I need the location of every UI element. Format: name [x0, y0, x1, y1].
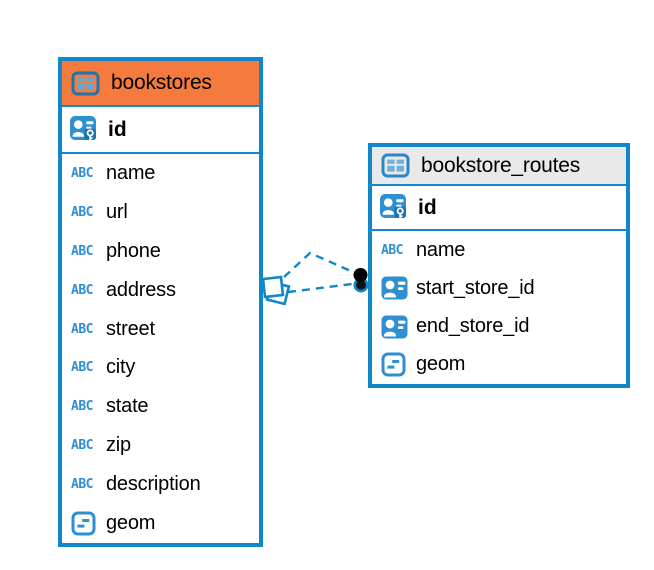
column-label: street — [106, 317, 155, 340]
column-label: name — [416, 238, 466, 261]
table-title: bookstores — [111, 71, 212, 94]
column-row[interactable]: ABC street — [62, 309, 259, 349]
header-divider — [62, 105, 259, 107]
column-label: city — [106, 356, 136, 379]
primary-key-icon — [70, 116, 96, 142]
table-title: bookstore_routes — [421, 153, 581, 177]
relationship-line-lower — [287, 282, 353, 294]
text-type-icon: ABC — [71, 477, 93, 493]
text-type-icon: ABC — [71, 321, 93, 337]
reference-icon — [381, 315, 408, 339]
text-type-icon: ABC — [71, 204, 93, 220]
column-label: zip — [106, 434, 131, 457]
column-row[interactable]: ABC name — [62, 154, 259, 193]
reference-icon — [381, 276, 408, 300]
column-label: name — [106, 161, 156, 184]
header-divider — [372, 184, 626, 186]
primary-key-label: id — [418, 195, 437, 219]
column-row[interactable]: start_store_id — [372, 269, 626, 308]
pk-divider — [62, 152, 259, 154]
text-type-icon: ABC — [71, 282, 93, 298]
pk-divider — [372, 229, 626, 231]
column-row[interactable]: ABC address — [62, 270, 259, 310]
column-label: end_store_id — [416, 315, 530, 338]
column-row[interactable]: ABC phone — [62, 231, 259, 271]
text-type-icon: ABC — [71, 243, 93, 259]
column-row[interactable]: ABC url — [62, 192, 259, 232]
text-type-icon: ABC — [71, 165, 93, 181]
table-node-bookstore-routes[interactable]: bookstore_routes id ABC name — [368, 143, 630, 388]
table-header-bookstore-routes[interactable]: bookstore_routes — [372, 147, 626, 184]
column-label: start_store_id — [416, 276, 535, 299]
column-row-pk[interactable]: id — [62, 107, 259, 152]
column-row[interactable]: ABC zip — [62, 426, 259, 466]
table-body: ABC name start_store_id — [372, 231, 626, 384]
column-label: description — [106, 473, 201, 496]
column-row[interactable]: geom — [62, 504, 259, 544]
column-row[interactable]: geom — [372, 345, 626, 384]
object-type-icon — [381, 352, 406, 377]
column-label: url — [106, 200, 128, 223]
primary-key-label: id — [108, 117, 127, 141]
column-label: phone — [106, 239, 161, 262]
column-row[interactable]: ABC state — [62, 387, 259, 427]
column-row[interactable]: end_store_id — [372, 307, 626, 346]
column-row[interactable]: ABC name — [372, 231, 626, 270]
object-type-icon — [71, 511, 96, 536]
column-row[interactable]: ABC description — [62, 465, 259, 505]
column-label: state — [106, 395, 149, 418]
table-node-bookstores[interactable]: bookstores id ABC name — [58, 57, 263, 547]
column-label: geom — [106, 512, 156, 535]
text-type-icon: ABC — [71, 360, 93, 376]
table-icon — [381, 153, 410, 178]
text-type-icon: ABC — [71, 399, 93, 415]
source-marker-diamond — [261, 275, 291, 306]
relationship-line-upper — [283, 251, 354, 278]
column-label: address — [106, 278, 176, 301]
column-row-pk[interactable]: id — [372, 186, 626, 229]
text-type-icon: ABC — [71, 438, 93, 454]
table-icon — [71, 71, 100, 95]
column-row[interactable]: ABC city — [62, 348, 259, 388]
column-label: geom — [416, 353, 466, 376]
target-marker-dots — [353, 268, 369, 293]
table-body: ABC name ABC url ABC phone ABC address A… — [62, 154, 259, 544]
table-header-bookstores[interactable]: bookstores — [62, 61, 259, 105]
text-type-icon: ABC — [381, 242, 403, 258]
primary-key-icon — [380, 194, 406, 220]
